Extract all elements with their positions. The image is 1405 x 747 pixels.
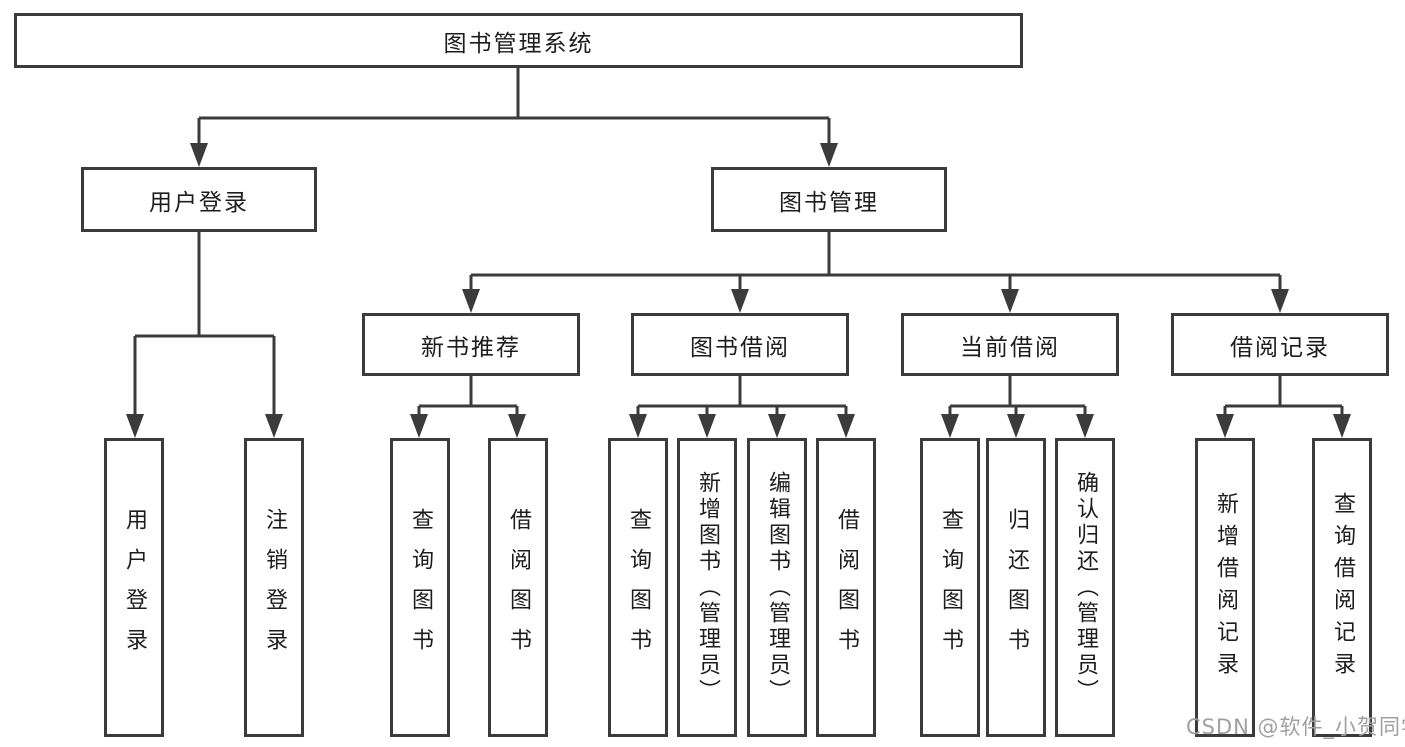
node-user-login-label: 用户登录 bbox=[149, 189, 249, 216]
node-root-system-label: 图书管理系统 bbox=[443, 30, 594, 57]
node-book-borrow-label: 图书借阅 bbox=[690, 334, 790, 361]
leaf-current-confirm-return-admin-label: 确认归还（管理员） bbox=[1073, 470, 1098, 705]
leaf-records-query-record: 查询借阅记录 bbox=[1312, 438, 1372, 737]
node-book-management: 图书管理 bbox=[711, 167, 947, 232]
node-borrow-records: 借阅记录 bbox=[1171, 313, 1389, 376]
leaf-borrow-query-books-label: 查询图书 bbox=[626, 507, 651, 668]
leaf-current-query-books: 查询图书 bbox=[920, 438, 980, 737]
node-book-management-label: 图书管理 bbox=[779, 189, 879, 216]
leaf-recommend-query-books-label: 查询图书 bbox=[408, 507, 433, 668]
leaf-borrow-add-books-admin-label: 新增图书（管理员） bbox=[695, 470, 720, 705]
leaf-current-return-books: 归还图书 bbox=[986, 438, 1046, 737]
leaf-recommend-query-books: 查询图书 bbox=[390, 438, 450, 737]
node-current-borrow: 当前借阅 bbox=[901, 313, 1119, 376]
leaf-borrow-edit-books-admin: 编辑图书（管理员） bbox=[747, 438, 807, 737]
csdn-watermark: CSDN @软件_小贺同学 bbox=[1186, 715, 1405, 739]
node-new-book-recommend-label: 新书推荐 bbox=[421, 334, 521, 361]
node-root-system: 图书管理系统 bbox=[14, 13, 1023, 68]
node-book-borrow: 图书借阅 bbox=[631, 313, 849, 376]
leaf-user-login-label: 用户登录 bbox=[122, 507, 147, 668]
leaf-borrow-borrow-books: 借阅图书 bbox=[816, 438, 876, 737]
leaf-current-return-books-label: 归还图书 bbox=[1004, 507, 1029, 668]
leaf-borrow-add-books-admin: 新增图书（管理员） bbox=[677, 438, 737, 737]
leaf-borrow-query-books: 查询图书 bbox=[608, 438, 668, 737]
leaf-borrow-borrow-books-label: 借阅图书 bbox=[834, 507, 859, 668]
node-user-login: 用户登录 bbox=[81, 167, 317, 232]
leaf-current-confirm-return-admin: 确认归还（管理员） bbox=[1055, 438, 1115, 737]
leaf-records-add-record-label: 新增借阅记录 bbox=[1213, 491, 1238, 684]
leaf-logout-label: 注销登录 bbox=[262, 507, 287, 668]
leaf-borrow-edit-books-admin-label: 编辑图书（管理员） bbox=[765, 470, 790, 705]
node-new-book-recommend: 新书推荐 bbox=[362, 313, 580, 376]
node-current-borrow-label: 当前借阅 bbox=[960, 334, 1060, 361]
leaf-logout: 注销登录 bbox=[244, 438, 304, 737]
node-borrow-records-label: 借阅记录 bbox=[1230, 334, 1330, 361]
leaf-records-query-record-label: 查询借阅记录 bbox=[1330, 491, 1355, 684]
leaf-current-query-books-label: 查询图书 bbox=[938, 507, 963, 668]
leaf-recommend-borrow-books-label: 借阅图书 bbox=[506, 507, 531, 668]
leaf-records-add-record: 新增借阅记录 bbox=[1195, 438, 1255, 737]
leaf-user-login: 用户登录 bbox=[104, 438, 164, 737]
arrowheads bbox=[126, 143, 1351, 438]
leaf-recommend-borrow-books: 借阅图书 bbox=[488, 438, 548, 737]
